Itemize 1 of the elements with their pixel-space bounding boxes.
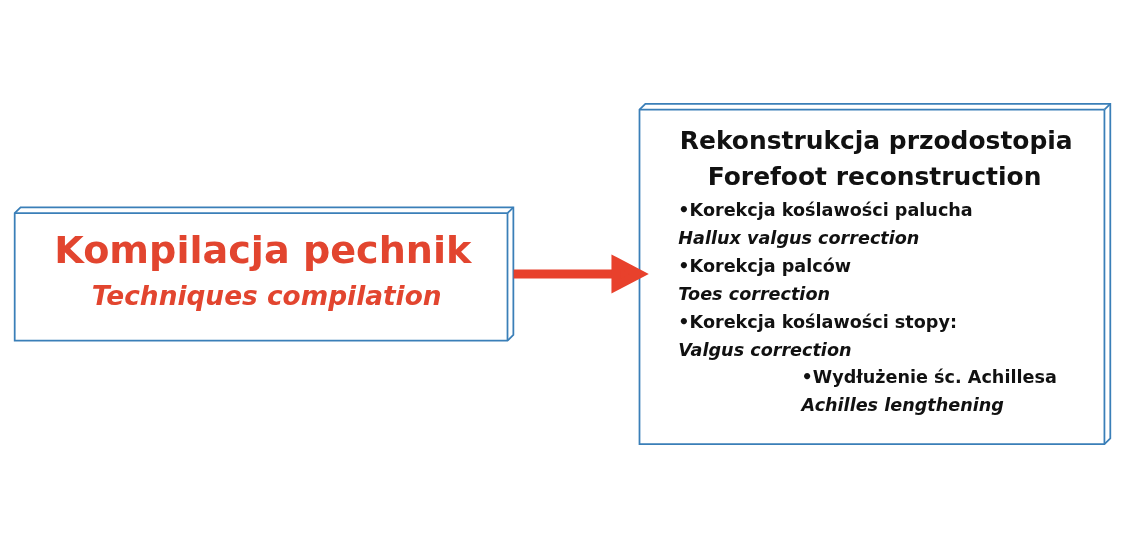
arrow	[513, 254, 649, 294]
